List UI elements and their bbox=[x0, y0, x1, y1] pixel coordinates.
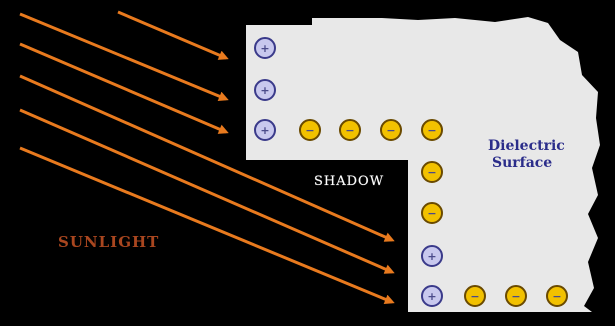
plus-sign: + bbox=[427, 250, 436, 263]
dielectric-label-line2: Surface bbox=[492, 155, 552, 171]
negative-charge: − bbox=[506, 286, 526, 306]
shadow-label: SHADOW bbox=[314, 174, 384, 189]
plus-sign: + bbox=[260, 42, 269, 55]
negative-charge: − bbox=[547, 286, 567, 306]
positive-charge: + bbox=[422, 246, 442, 266]
minus-sign: − bbox=[427, 124, 436, 137]
negative-charge: − bbox=[422, 162, 442, 182]
minus-sign: − bbox=[305, 124, 314, 137]
negative-charge: − bbox=[422, 120, 442, 140]
positive-charge: + bbox=[255, 38, 275, 58]
minus-sign: − bbox=[552, 290, 561, 303]
minus-sign: − bbox=[345, 124, 354, 137]
negative-charge: − bbox=[340, 120, 360, 140]
negative-charge: − bbox=[300, 120, 320, 140]
plus-sign: + bbox=[260, 84, 269, 97]
negative-charge: − bbox=[381, 120, 401, 140]
dielectric-label-line1: Dielectric bbox=[488, 138, 565, 154]
positive-charge: + bbox=[422, 286, 442, 306]
plus-sign: + bbox=[260, 124, 269, 137]
minus-sign: − bbox=[386, 124, 395, 137]
positive-charge: + bbox=[255, 120, 275, 140]
positive-charge: + bbox=[255, 80, 275, 100]
minus-sign: − bbox=[470, 290, 479, 303]
plus-sign: + bbox=[427, 290, 436, 303]
negative-charge: − bbox=[465, 286, 485, 306]
sunlight-label: SUNLIGHT bbox=[58, 233, 159, 251]
minus-sign: − bbox=[427, 207, 436, 220]
minus-sign: − bbox=[511, 290, 520, 303]
negative-charge: − bbox=[422, 203, 442, 223]
minus-sign: − bbox=[427, 166, 436, 179]
